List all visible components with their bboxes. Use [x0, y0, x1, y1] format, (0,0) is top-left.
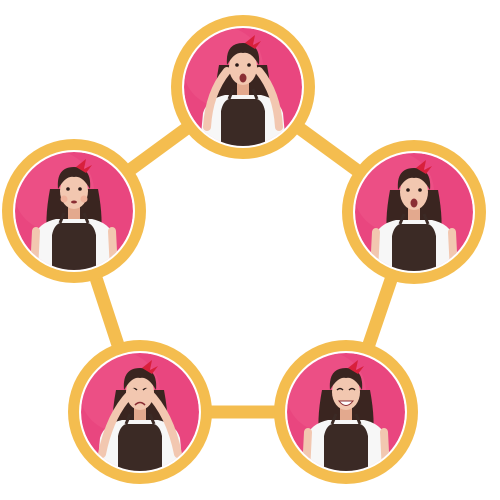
- puffed-cheek: [80, 195, 88, 203]
- emotion-node-crying: [68, 340, 212, 484]
- emotion-node-puffed-cheeks: [2, 139, 146, 283]
- puffed-cheek: [60, 195, 68, 203]
- person-photo: [184, 28, 302, 146]
- apron: [221, 99, 265, 146]
- headband-bow: [142, 360, 158, 374]
- eye: [66, 187, 70, 191]
- arm: [203, 67, 231, 131]
- face: [126, 374, 154, 410]
- face: [229, 49, 257, 85]
- mouth: [239, 73, 247, 83]
- face: [400, 174, 428, 210]
- emotion-node-shocked: [171, 15, 315, 159]
- apron: [392, 224, 436, 271]
- neck: [237, 83, 249, 95]
- hair-top: [397, 168, 431, 190]
- headband-bow: [348, 360, 364, 374]
- person-photo: [81, 353, 199, 471]
- person-photo: [287, 353, 405, 471]
- apron-strap: [422, 213, 430, 225]
- neck: [340, 408, 352, 420]
- arm: [255, 67, 283, 131]
- eye: [418, 188, 422, 192]
- apron: [324, 424, 368, 471]
- person-photo: [355, 153, 473, 271]
- hair-top: [226, 43, 260, 65]
- apron-strap: [124, 413, 132, 425]
- hair-top: [57, 167, 91, 189]
- apron-strap: [251, 88, 259, 100]
- emotion-node-surprised: [342, 140, 486, 284]
- apron-strap: [398, 213, 406, 225]
- neck: [134, 408, 146, 420]
- apron-strap: [330, 413, 338, 425]
- hair-top: [329, 368, 363, 390]
- mouth: [410, 198, 418, 208]
- eye: [247, 63, 251, 67]
- apron-strap: [82, 212, 90, 224]
- neck: [68, 207, 80, 219]
- hair-top: [123, 368, 157, 390]
- emotion-nodes: [2, 15, 486, 484]
- apron-strap: [58, 212, 66, 224]
- eye: [78, 187, 82, 191]
- eye: [235, 63, 239, 67]
- mouth: [134, 401, 146, 406]
- apron: [118, 424, 162, 471]
- apron-strap: [227, 88, 235, 100]
- mouth: [71, 200, 77, 204]
- eye: [348, 387, 356, 391]
- headband-bow: [416, 160, 432, 174]
- neck: [408, 208, 420, 220]
- mouth: [337, 400, 355, 406]
- arm: [98, 388, 136, 458]
- emotion-node-laughing: [274, 340, 418, 484]
- apron-strap: [354, 413, 362, 425]
- apron: [52, 223, 96, 270]
- headband-bow: [245, 35, 261, 49]
- arm: [144, 388, 182, 458]
- eye: [406, 188, 410, 192]
- headband-bow: [76, 159, 92, 173]
- apron-strap: [148, 413, 156, 425]
- eye: [336, 387, 344, 391]
